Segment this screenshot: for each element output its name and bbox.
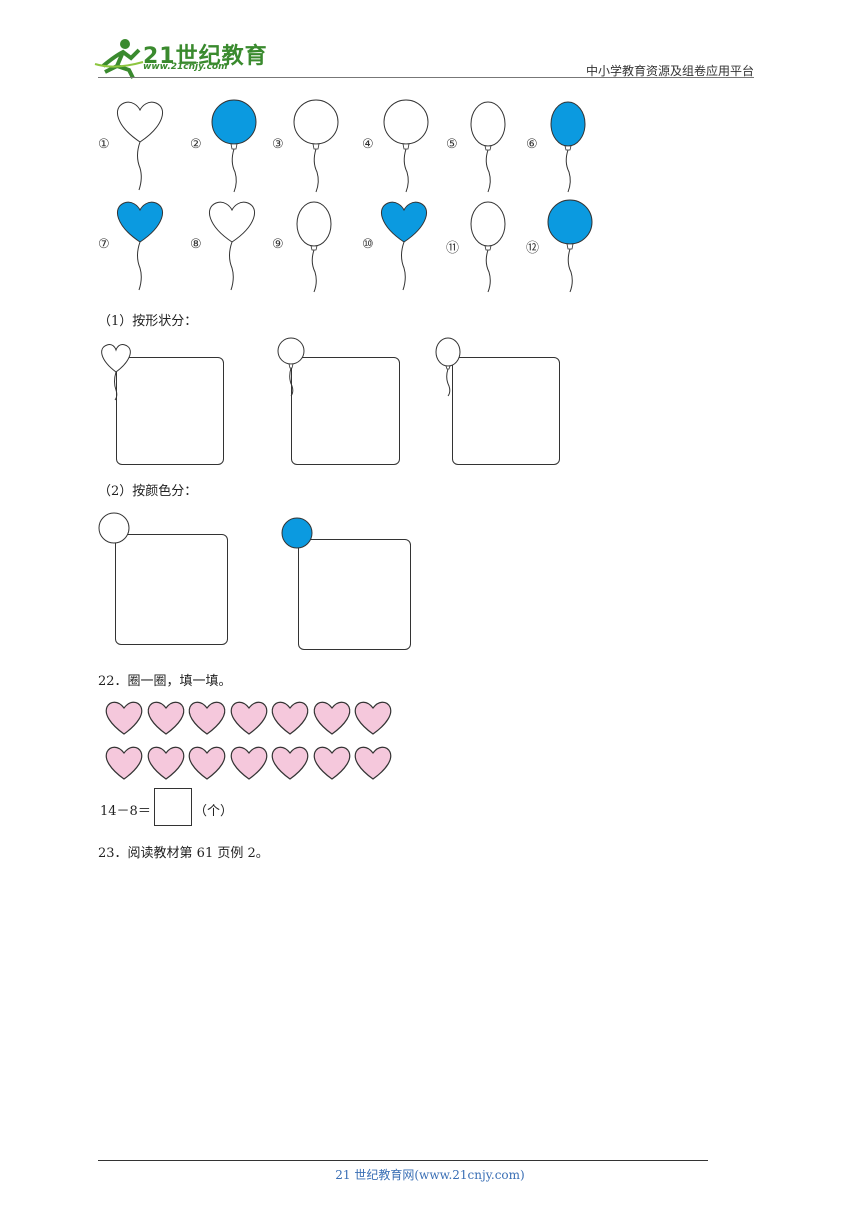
pink-heart-icon[interactable] [229,700,271,736]
balloon-number-label: ⑨ [272,237,284,252]
round-balloon-icon [547,199,593,293]
heart-balloon-icon [208,201,256,291]
q21-part2-label: （2）按颜色分： [98,484,198,499]
blue-circle-icon [281,517,313,549]
round-balloon-icon [277,337,305,397]
balloon-number-label: ② [190,137,202,152]
logo-name: 21世纪教育 [143,44,268,69]
q22-unit: （个） [194,804,234,819]
heart-balloon-icon [116,201,164,291]
oval-balloon-icon [550,101,586,193]
round-balloon-icon [383,99,429,193]
footer-divider [98,1160,708,1161]
pink-heart-icon[interactable] [187,745,229,781]
shape-group-box-oval[interactable] [452,357,560,465]
balloon-number-label: ① [98,137,110,152]
balloon-number-label: ⑫ [526,241,540,256]
shape-group-box-round[interactable] [291,357,400,465]
pink-heart-icon[interactable] [104,745,146,781]
oval-balloon-icon [435,337,461,397]
pink-heart-icon[interactable] [104,700,146,736]
balloon-number-label: ⑦ [98,237,110,252]
color-group-box-white[interactable] [115,534,228,645]
q22-equation: 14－8＝ [100,804,151,819]
shape-group-box-heart[interactable] [116,357,224,465]
pink-heart-icon[interactable] [353,700,395,736]
footer-text: 21 世纪教育网(www.21cnjy.com) [335,1168,525,1182]
q22-title: 22．圈一圈，填一填。 [98,674,232,689]
q21-part1-label: （1）按形状分： [98,314,198,329]
pink-heart-icon[interactable] [312,700,354,736]
pink-heart-icon[interactable] [270,700,312,736]
pink-heart-icon[interactable] [270,745,312,781]
heart-balloon-icon [101,344,131,401]
balloon-number-label: ⑥ [526,137,538,152]
oval-balloon-icon [296,201,332,293]
pink-heart-icon[interactable] [187,700,229,736]
round-balloon-icon [211,99,257,193]
balloon-number-label: ⑧ [190,237,202,252]
oval-balloon-icon [470,201,506,293]
balloon-number-label: ⑪ [446,241,460,256]
pink-heart-icon[interactable] [146,700,188,736]
q23-title: 23．阅读教材第 61 页例 2。 [98,846,269,861]
heart-balloon-icon [380,201,428,291]
pink-heart-icon[interactable] [353,745,395,781]
balloon-number-label: ⑤ [446,137,458,152]
site-logo [94,36,265,79]
pink-heart-icon[interactable] [229,745,271,781]
oval-balloon-icon [470,101,506,193]
runner-logo-icon [94,39,144,79]
pink-heart-icon[interactable] [312,745,354,781]
white-circle-icon [98,512,130,544]
balloon-number-label: ④ [362,137,374,152]
logo-url: www.21cnjy.com [143,62,228,72]
answer-input-box[interactable] [154,788,192,826]
site-title: 中小学教育资源及组卷应用平台 [585,64,754,78]
balloon-number-label: ⑩ [362,237,374,252]
balloon-number-label: ③ [272,137,284,152]
header-divider [98,77,754,78]
heart-balloon-icon [116,101,164,191]
round-balloon-icon [293,99,339,193]
pink-heart-icon[interactable] [146,745,188,781]
color-group-box-blue[interactable] [298,539,411,650]
